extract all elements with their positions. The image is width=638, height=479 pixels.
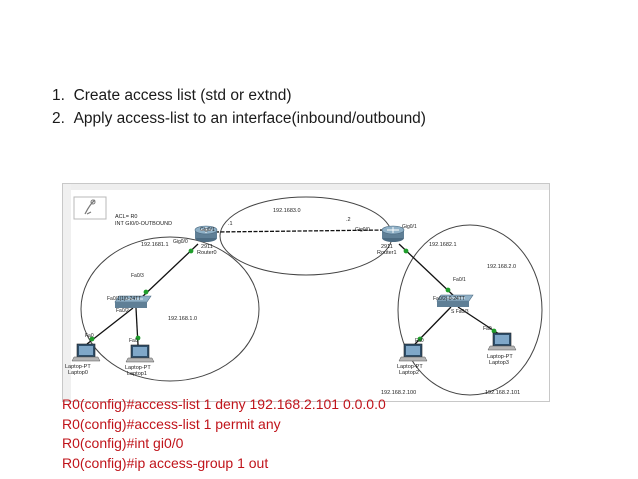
- note-icon: [73, 196, 107, 220]
- lan1-network-label: 192.168.1.0: [168, 316, 197, 322]
- laptop0-name: Laptop0: [68, 370, 88, 376]
- laptop2-icon[interactable]: [398, 343, 428, 362]
- left-gutter: [63, 184, 71, 401]
- router0-icon[interactable]: [194, 225, 218, 242]
- r1-ip-label: 192.1682.1: [429, 242, 457, 248]
- link-status-dot: [491, 328, 497, 334]
- r1-gig00-label: Gig0/0: [355, 227, 370, 233]
- r0-gig00-label: Gig0/0: [173, 239, 188, 245]
- laptop0-icon[interactable]: [71, 343, 101, 362]
- r1-sw1-link: [398, 243, 456, 298]
- switch0-icon[interactable]: [114, 295, 152, 308]
- command-line: R0(config)#ip access-group 1 out: [62, 454, 269, 471]
- note-line-2: INT GI0/0-OUTBOUND: [115, 221, 172, 227]
- laptop1-fa0-label: Fa0: [129, 338, 138, 344]
- steps-list: 1. Create access list (std or extnd) 2. …: [52, 84, 426, 130]
- switch0-label: Fa0/1|1|0-24TT: [107, 296, 141, 302]
- laptop3-fa0-label: Fa0: [483, 326, 492, 332]
- router0-model: 2911: [201, 244, 213, 250]
- command-line: R0(config)#int gi0/0: [62, 435, 184, 451]
- step-2-text: Apply access-list to an interface(inboun…: [73, 110, 426, 127]
- wan-link: [214, 229, 387, 233]
- topology-canvas: ACL= R0 INT GI0/0-OUTBOUND 291: [63, 184, 549, 401]
- laptop1-icon[interactable]: [125, 344, 155, 363]
- laptop2-ip-label: 192.168.2.100: [381, 390, 416, 396]
- command-line: R0(config)#access-list 1 deny 192.168.2.…: [62, 396, 386, 412]
- laptop0-fa0-label: Fa0: [85, 333, 94, 339]
- wan-host1-label: .1: [228, 221, 233, 227]
- network-topology-screenshot: ACL= R0 INT GI0/0-OUTBOUND 291: [62, 183, 550, 402]
- laptop2-name: Laptop2: [399, 370, 419, 376]
- r1-gig01-label: Gig0/1: [402, 224, 417, 230]
- step-2: 2. Apply access-list to an interface(inb…: [52, 107, 426, 130]
- laptop3-icon[interactable]: [487, 332, 517, 351]
- router1-icon[interactable]: [381, 225, 405, 242]
- toolbar-strip: [63, 184, 549, 190]
- switch1-label: Fa0/2|-0-24TT: [433, 296, 465, 302]
- laptop1-name: Laptop1: [127, 371, 147, 377]
- r0-sw0-link: [140, 243, 199, 299]
- link-status-dot: [403, 248, 409, 254]
- link-status-dot: [188, 248, 194, 254]
- r0-ip-label: 192.1681.1: [141, 242, 169, 248]
- laptop3-name: Laptop3: [489, 360, 509, 366]
- sw1-fa01-label: Fa0/1: [453, 277, 466, 283]
- lan2-network-label: 192.168.2.0: [487, 264, 516, 270]
- laptop3-type: Laptop-PT: [487, 354, 513, 360]
- laptop0-type: Laptop-PT: [65, 364, 91, 370]
- link-status-dot: [89, 336, 95, 342]
- router1-name: Router1: [377, 250, 397, 256]
- link-status-dot: [135, 335, 141, 341]
- link-status-dot: [143, 289, 149, 295]
- router0-name: Router0: [197, 250, 217, 256]
- command-line: R0(config)#access-list 1 permit any: [62, 415, 281, 432]
- sw1-fa03-label: S Fa0/3: [451, 309, 469, 315]
- link-status-dot: [417, 336, 423, 342]
- sw0-fa03-label: Fa0/3: [131, 273, 144, 279]
- wan-area-ellipse: [219, 196, 393, 276]
- wan-network-label: 192.1683.0: [273, 208, 301, 214]
- wan-host2-label: .2: [346, 217, 351, 223]
- router1-model: 2911: [381, 244, 393, 250]
- step-2-number: 2.: [52, 110, 65, 127]
- step-1-text: Create access list (std or extnd): [73, 87, 292, 104]
- r0-gig01-label: Gig0/1: [200, 227, 215, 233]
- sw0-lap0-link: [86, 307, 134, 345]
- step-1-number: 1.: [52, 87, 65, 104]
- sw0-fa02-label: Fa0/2: [116, 308, 129, 314]
- switch1-icon[interactable]: [436, 294, 474, 307]
- laptop1-type: Laptop-PT: [125, 365, 151, 371]
- lan2-area-ellipse: [397, 224, 543, 396]
- step-1: 1. Create access list (std or extnd): [52, 84, 426, 107]
- lan1-area-ellipse: [80, 236, 260, 382]
- note-line-1: ACL= R0: [115, 214, 137, 220]
- laptop2-type: Laptop-PT: [397, 364, 423, 370]
- laptop3-ip-label: 192.168.2.101: [485, 390, 520, 396]
- laptop2-fa0-label: Fa0: [415, 338, 424, 344]
- link-status-dot: [445, 287, 451, 293]
- command-list: R0(config)#access-list 1 deny 192.168.2.…: [62, 395, 386, 473]
